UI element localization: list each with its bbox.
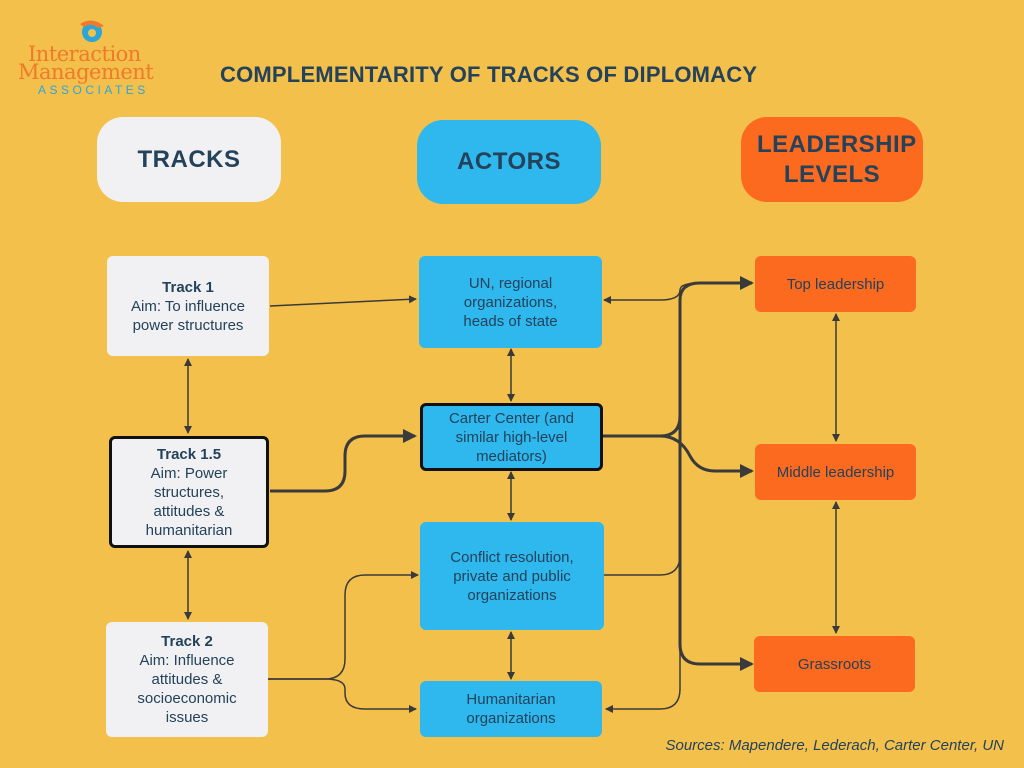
track-2-name: Track 2 bbox=[161, 633, 213, 650]
sources-note: Sources: Mapendere, Lederach, Carter Cen… bbox=[665, 737, 1004, 754]
edge-trunk-to-middle bbox=[659, 434, 754, 478]
level-top-box: Top leadership bbox=[755, 256, 916, 312]
track-1-name: Track 1 bbox=[162, 278, 214, 296]
edge-conflict-to-trunk bbox=[604, 520, 681, 576]
edge-carter-to-trunk bbox=[603, 415, 682, 438]
header-leadership-levels: LEADERSHIP LEVELS bbox=[741, 117, 923, 202]
track-2-aim: Aim: Influence attitudes & socioeconomic… bbox=[137, 652, 237, 726]
track-2-box: Track 2 Aim: Influence attitudes & socio… bbox=[106, 622, 268, 737]
logo-text-line1: Interaction bbox=[28, 42, 141, 66]
actor-un-label: UN, regional organizations, heads of sta… bbox=[463, 274, 558, 330]
logo: Interaction Management ASSOCIATES bbox=[14, 18, 164, 98]
level-grassroots-label: Grassroots bbox=[797, 655, 872, 673]
track-1-5-box: Track 1.5 Aim: Power structures, attitud… bbox=[109, 436, 269, 548]
header-tracks-label: TRACKS bbox=[137, 145, 241, 173]
header-tracks: TRACKS bbox=[97, 117, 281, 202]
header-actors-label: ACTORS bbox=[457, 148, 561, 175]
edge-track1-5-to-carter bbox=[270, 429, 417, 493]
track-1-5-aim: Aim: Power structures, attitudes & human… bbox=[145, 464, 233, 539]
logo-mark-icon bbox=[80, 20, 104, 42]
actor-humanitarian-label: Humanitarian organizations bbox=[466, 691, 556, 727]
level-top-label: Top leadership bbox=[786, 275, 885, 293]
logo-text-line2: Management bbox=[18, 60, 154, 84]
level-grassroots-box: Grassroots bbox=[754, 636, 915, 692]
page-title: COMPLEMENTARITY OF TRACKS OF DIPLOMACY bbox=[220, 62, 758, 87]
level-middle-label: Middle leadership bbox=[776, 463, 895, 481]
edge-trunk-to-top bbox=[678, 276, 754, 416]
header-levels-label: LEADERSHIP LEVELS bbox=[757, 130, 917, 188]
actor-humanitarian-box: Humanitarian organizations bbox=[420, 681, 602, 737]
level-middle-box: Middle leadership bbox=[755, 444, 916, 500]
track-1-box: Track 1 Aim: To influence power structur… bbox=[107, 256, 269, 356]
track-1-5-name: Track 1.5 bbox=[156, 445, 222, 463]
track-1-aim: Aim: To influence power structures bbox=[131, 297, 245, 334]
logo-text-line3: ASSOCIATES bbox=[38, 83, 149, 97]
actor-carter-box: Carter Center (and similar high-level me… bbox=[420, 403, 603, 471]
header-actors: ACTORS bbox=[417, 120, 601, 204]
actor-carter-label: Carter Center (and similar high-level me… bbox=[448, 409, 575, 465]
edge-trunk-to-grassroots bbox=[678, 416, 754, 671]
edge-trunk-to-humanitarian bbox=[605, 620, 681, 713]
actor-conflict-box: Conflict resolution, private and public … bbox=[420, 522, 604, 630]
edge-un-top bbox=[603, 282, 750, 304]
actor-un-box: UN, regional organizations, heads of sta… bbox=[419, 256, 602, 348]
actor-conflict-label: Conflict resolution, private and public … bbox=[450, 548, 574, 604]
edge-track2-to-conflict bbox=[268, 571, 419, 680]
edge-track1-to-un bbox=[269, 295, 417, 307]
edge-track2-to-humanitarian bbox=[268, 678, 417, 713]
